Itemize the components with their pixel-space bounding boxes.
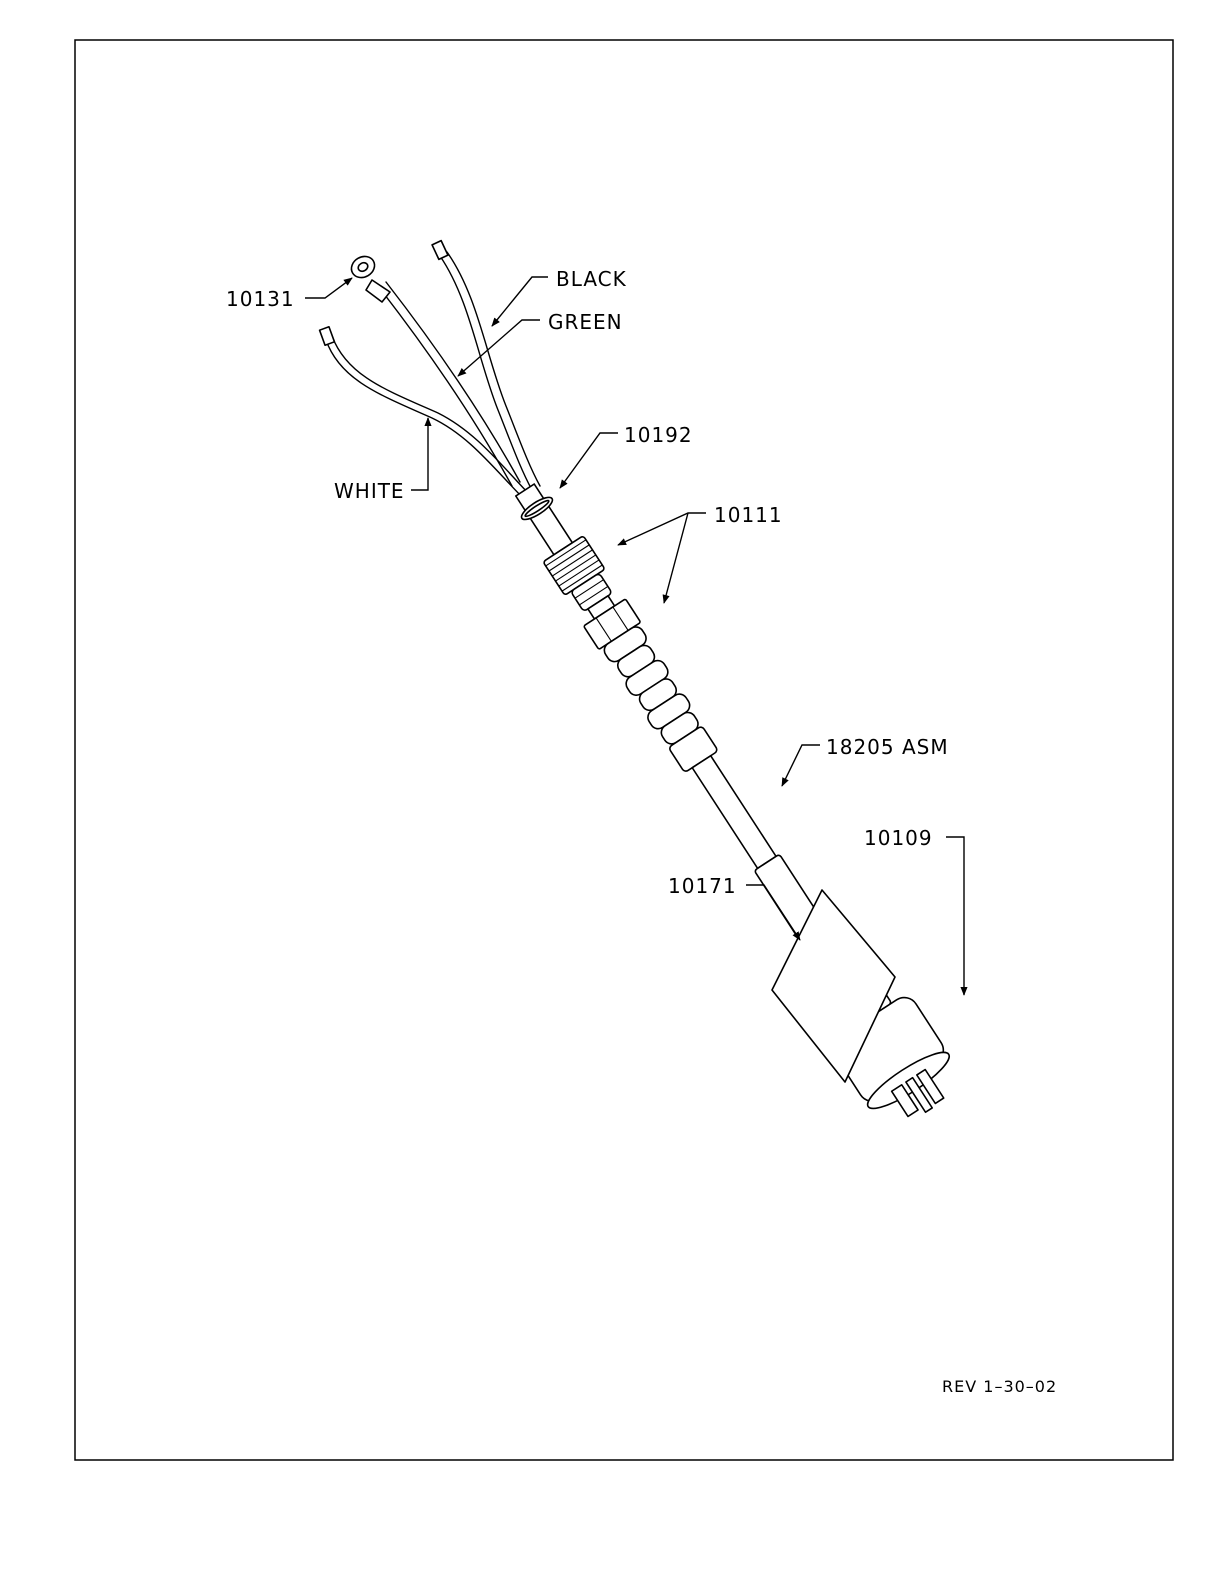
callout-fitting: 10111: [714, 503, 783, 527]
callout-ring-terminal: 10131: [226, 287, 295, 311]
strain-relief-icon: [584, 599, 723, 776]
callout-black-wire: BLACK: [556, 267, 627, 291]
callout-cable-tie: 10192: [624, 423, 693, 447]
callout-green-wire: GREEN: [548, 310, 623, 334]
revision-note: REV 1–30–02: [942, 1377, 1057, 1396]
wire-leads: [320, 241, 540, 500]
callout-assembly: 18205 ASM: [826, 735, 949, 759]
drawing-border: [75, 40, 1173, 1460]
callout-connector: 10109: [864, 826, 933, 850]
callout-label-tag: 10171: [668, 874, 737, 898]
callout-white-wire: WHITE: [334, 479, 405, 503]
cable-body: [485, 464, 969, 1137]
ring-terminal-icon: [348, 252, 390, 302]
